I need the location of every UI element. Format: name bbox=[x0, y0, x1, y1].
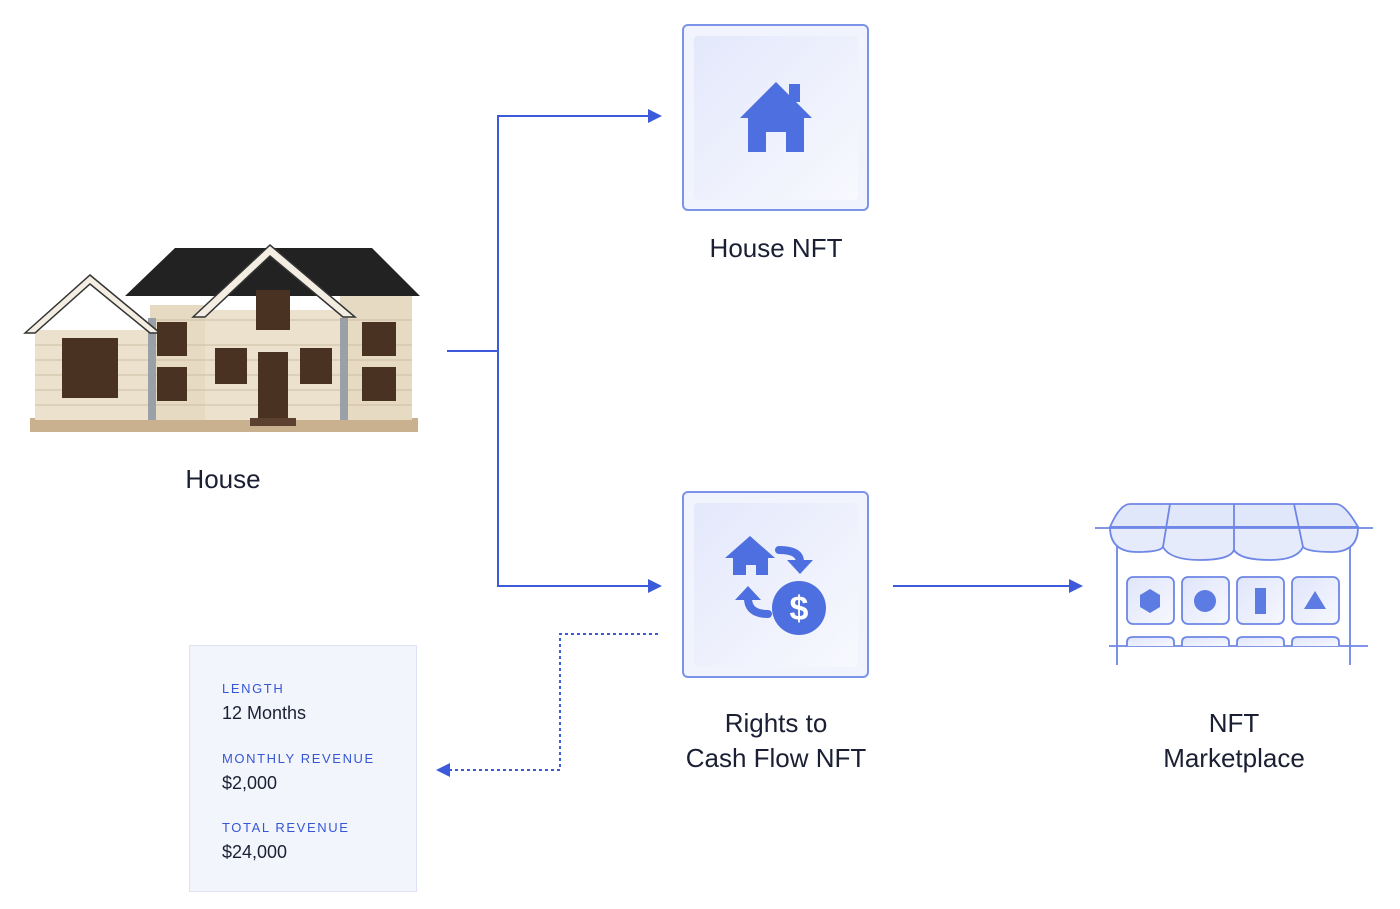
house-icon bbox=[740, 82, 812, 152]
cash-flow-nft-card: $ bbox=[682, 491, 869, 678]
monthly-revenue-value: $2,000 bbox=[222, 773, 278, 793]
length-value: 12 Months bbox=[222, 703, 307, 723]
marketplace-label-line2: Marketplace bbox=[1163, 743, 1305, 773]
house-illustration bbox=[23, 243, 420, 432]
total-revenue-label: TOTAL REVENUE bbox=[222, 820, 350, 835]
circle-icon bbox=[1194, 590, 1216, 612]
triangle-icon bbox=[1304, 591, 1326, 609]
house-nft-card bbox=[682, 24, 869, 211]
monthly-revenue-label: MONTHLY REVENUE bbox=[222, 751, 375, 766]
dollar-coin-icon: $ bbox=[772, 581, 826, 635]
hexagon-icon bbox=[1140, 589, 1160, 613]
revenue-info-box: LENGTH 12 Months MONTHLY REVENUE $2,000 … bbox=[189, 645, 417, 892]
connector-lines bbox=[447, 115, 1072, 771]
length-label: LENGTH bbox=[222, 681, 285, 696]
nft-marketplace-illustration bbox=[1095, 503, 1373, 665]
svg-text:$: $ bbox=[790, 590, 809, 628]
total-revenue-value: $24,000 bbox=[222, 842, 288, 862]
house-label: House bbox=[185, 464, 261, 494]
rectangle-icon bbox=[1255, 588, 1266, 614]
cash-flow-label-line2: Cash Flow NFT bbox=[685, 743, 867, 773]
cash-flow-nft-label: Rights to Cash Flow NFT bbox=[686, 706, 867, 776]
marketplace-label-line1: NFT bbox=[1208, 708, 1260, 738]
marketplace-label: NFT Marketplace bbox=[1163, 706, 1305, 776]
house-nft-label: House NFT bbox=[709, 233, 843, 263]
house-exchange-icon bbox=[725, 536, 775, 575]
arrowheads bbox=[436, 109, 1083, 777]
cash-flow-label-line1: Rights to bbox=[724, 708, 828, 738]
